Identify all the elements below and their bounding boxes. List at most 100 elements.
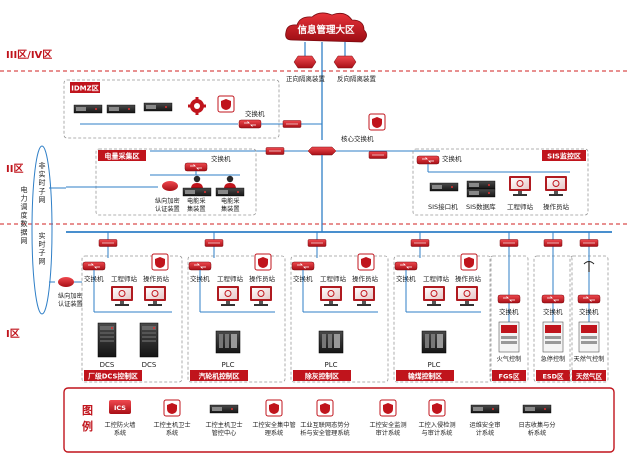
zone-label-bg [396,370,454,381]
legend-item: 运维安全审计系统 [470,404,500,437]
sis-interface-server [429,182,459,192]
safety-controller [498,321,520,353]
legend-device-icon [470,404,500,414]
safety-controller [578,321,600,353]
idmz-region: IDMZ区 交换机 [63,79,322,139]
sis-item-label: SIS数据库 [466,202,496,211]
encrypt-device-2 [162,181,178,191]
sis-item-label: SIS接口机 [428,202,458,211]
legend-item-label: 工控安全监测审计系统 [369,421,406,437]
core-left-firewall [265,147,285,155]
svg-text:反向隔离装置: 反向隔离装置 [337,74,377,83]
zone-label-2: II区 [6,163,23,175]
power-dispatch-network: 电力调度数据网 非实时子网 实时子网 纵向加密认证装置 [21,145,83,315]
person-icon [224,175,236,189]
svg-text:交换机: 交换机 [245,109,265,118]
ics-firewall-icon: ICS [109,400,131,414]
legend-item: 工控主机卫士系统 [153,399,191,437]
idmz-title: IDMZ区 [71,85,98,93]
dispatch-network-label: 电力调度数据网 [21,185,28,245]
zone-label-bg [293,370,351,381]
safety-zone-label: FGS区 [499,373,520,381]
safety-controller-label: 火气控制 [497,355,522,363]
power-collector-2 [215,187,245,197]
zone-switch [541,294,565,304]
power-switch [184,162,208,172]
person-icon [191,175,203,189]
sis-database-server [466,180,496,190]
idmz-server-3 [143,102,173,112]
zone-switch [82,261,106,271]
svg-text:电力调度数据网: 电力调度数据网 [21,185,28,245]
legend-item: 工控安全监测审计系统 [369,399,407,437]
operator-station [352,285,376,307]
engineer-station-label: 工程师站 [320,274,347,283]
controller-label: PLC [324,361,337,369]
dcs-cabinet [97,322,117,358]
idmz-firewall [282,120,302,128]
shield-icon [357,253,375,271]
control-zone-border [290,255,389,383]
engineer-station-label: 工程师站 [217,274,244,283]
legend-item: 工控入侵检测与审计系统 [418,399,456,437]
engineer-station-label: 工程师站 [111,274,138,283]
svg-text:非实时子网: 非实时子网 [39,161,46,204]
zone-switch [291,261,315,271]
safety-zone-label: 天然气区 [576,372,603,381]
controller-label: DCS [142,361,157,369]
zone-firewall [307,239,327,247]
core-switch: 核心交换机 [307,113,386,156]
safety-controller-label: 急停控制 [541,355,566,363]
shield-icon [217,95,235,113]
control-zone-border [393,255,492,383]
control-zone-label: 输煤控制区 [408,372,442,381]
zone-label-bg [84,370,142,381]
svg-text:交换机: 交换机 [211,154,231,163]
legend-item-label: 工业互联网态势分析与安全管理系统 [300,421,350,437]
shield-icon [151,253,169,271]
sis-switch [416,155,440,165]
zone-firewall [579,239,599,247]
legend-shield-icon [163,399,181,417]
legend-item: 工业互联网态势分析与安全管理系统 [300,399,350,437]
zone-label-34: III区/IV区 [6,49,52,61]
core-security-device [368,113,386,131]
legend-shield-icon [265,399,283,417]
sis-operator-station [544,175,568,197]
sis-item-label: 工程师站 [507,202,534,211]
sis-title: SIS监控区 [547,152,581,161]
legend-item-label: 工控主机卫士系统 [153,421,190,437]
gear-icon [188,97,206,115]
idmz-switch [238,119,262,129]
zone-label-bg [536,370,570,381]
plc-device [215,330,241,354]
control-zone-border [81,255,183,383]
svg-text:纵向加密认证装置: 纵向加密认证装置 [58,292,83,308]
zone-firewall [98,239,118,247]
control-zone-label: 汽轮机控制区 [199,372,240,381]
ics-tag: ICS [114,404,126,412]
legend-device-icon [209,404,239,414]
power-collect-title: 电量采集区 [105,152,140,161]
operator-station-label: 操作员站 [455,274,482,283]
controller-label: PLC [427,361,440,369]
plc-device [421,330,447,354]
sis-item-label: 操作员站 [543,202,570,211]
power-collector-1 [182,187,212,197]
legend: 图例 ICS工控防火墙系统工控主机卫士系统工控主机卫士管控中心工控安全集中管理系… [63,387,615,453]
safety-controller-label: 天然气控制 [574,355,605,363]
zone-firewall [543,239,563,247]
shield-icon [460,253,478,271]
legend-item-label: 工控入侵检测与审计系统 [418,421,455,437]
zone-switch-label: 交换机 [499,307,519,316]
info-management-cloud: 信息管理大区 [285,12,367,43]
zone-switch [577,294,601,304]
operator-station [455,285,479,307]
controller-label: DCS [100,361,115,369]
safety-controller [542,321,564,353]
safety-zone-label: ESD区 [542,373,564,381]
legend-item: 日志收集与分析系统 [518,404,556,437]
